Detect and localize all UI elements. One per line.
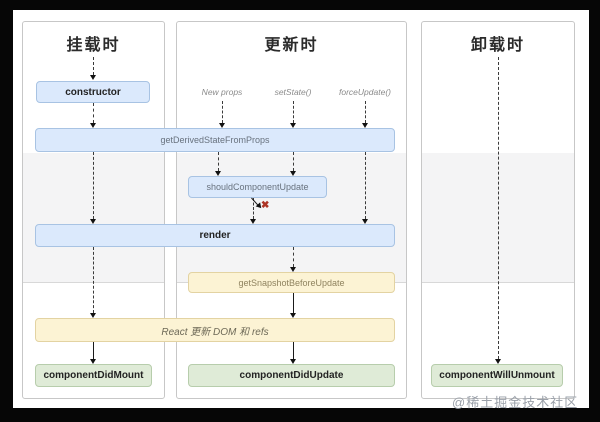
box-component-did-mount: componentDidMount <box>35 364 152 387</box>
box-should-component-update: shouldComponentUpdate <box>188 176 327 198</box>
arrowhead-icon <box>90 313 96 318</box>
box-get-snapshot-before-update: getSnapshotBeforeUpdate <box>188 272 395 293</box>
trigger-force-update: forceUpdate() <box>339 87 391 97</box>
arrow-newprops-to-gdsfp <box>222 101 223 123</box>
arrow-setstate-to-gdsfp <box>293 101 294 123</box>
arrowhead-icon <box>90 219 96 224</box>
trigger-set-state: setState() <box>274 87 312 97</box>
arrowhead-icon <box>290 123 296 128</box>
arrowhead-icon <box>90 123 96 128</box>
arrow-render-to-getsnapshot <box>293 247 294 267</box>
arrow-gdsfp-to-scu-left <box>218 152 219 171</box>
column-title-mounting: 挂载时 <box>66 37 121 54</box>
arrow-gdsfp-to-render-left <box>93 152 94 219</box>
arrowhead-icon <box>215 171 221 176</box>
arrowhead-icon <box>90 359 96 364</box>
box-component-did-update: componentDidUpdate <box>188 364 395 387</box>
arrowhead-icon <box>495 359 501 364</box>
arrowhead-icon <box>219 123 225 128</box>
arrowhead-icon <box>90 75 96 80</box>
arrow-reactdom-to-didupdate <box>293 342 294 359</box>
box-component-will-unmount: componentWillUnmount <box>431 364 563 387</box>
arrowhead-icon <box>290 171 296 176</box>
trigger-new-props: New props <box>201 87 243 97</box>
arrowhead-icon <box>290 359 296 364</box>
arrowhead-icon <box>362 219 368 224</box>
box-react-updates-dom: React 更新 DOM 和 refs <box>35 318 395 342</box>
arrow-getsnapshot-to-reactdom <box>293 293 294 313</box>
arrowhead-icon <box>290 267 296 272</box>
arrow-mounting-start <box>93 57 94 75</box>
arrow-forceupdate-to-gdsfp <box>365 101 366 123</box>
arrow-scu-to-render <box>253 198 254 219</box>
arrow-render-to-reactdom-left <box>93 247 94 313</box>
arrow-gdsfp-to-scu-right <box>293 152 294 171</box>
arrow-forceupdate-to-render <box>365 152 366 219</box>
column-title-unmounting: 卸载时 <box>470 37 525 54</box>
arrowhead-icon <box>290 313 296 318</box>
arrow-unmounting-to-willunmount <box>498 57 499 359</box>
box-render: render <box>35 224 395 247</box>
arrow-reactdom-to-didmount <box>93 342 94 359</box>
arrowhead-icon <box>250 219 256 224</box>
box-get-derived-state-from-props: getDerivedStateFromProps <box>35 128 395 152</box>
arrowhead-icon <box>362 123 368 128</box>
stop-cross-icon: ✖ <box>261 200 270 211</box>
column-title-updating: 更新时 <box>264 37 319 54</box>
box-constructor: constructor <box>36 81 150 103</box>
column-updating: 更新时 <box>176 21 407 399</box>
arrow-constructor-to-gdsfp <box>93 103 94 123</box>
watermark: @稀土掘金技术社区 <box>452 395 579 410</box>
